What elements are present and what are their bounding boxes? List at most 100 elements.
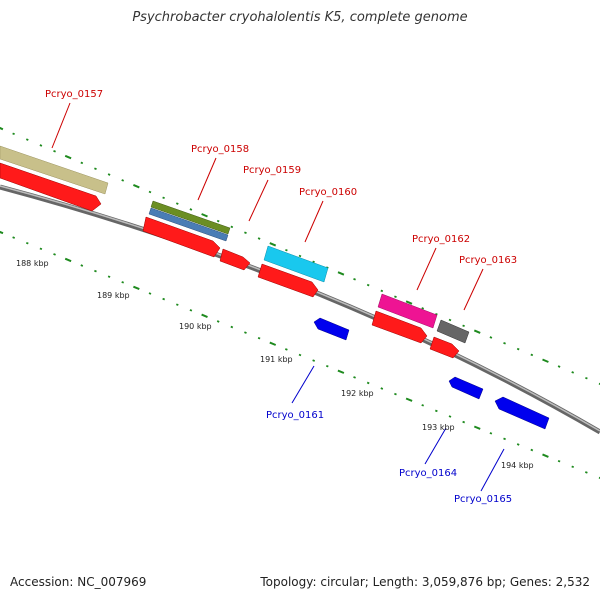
outer-major-tick <box>405 300 413 305</box>
gene-label-pcryo-0160[interactable]: Pcryo_0160 <box>299 187 357 198</box>
scale-label-191: 191 kbp <box>260 355 293 364</box>
gene-labels: Pcryo_0157 Pcryo_0158 Pcryo_0159 Pcryo_0… <box>45 89 517 505</box>
inner-minor-tick <box>353 376 356 379</box>
gene-arrow-pcryo-0164[interactable] <box>448 376 484 400</box>
outer-minor-tick <box>530 353 534 357</box>
inner-minor-tick <box>366 381 370 385</box>
feature-bar-cyan[interactable] <box>263 245 329 283</box>
inner-minor-tick <box>121 281 125 284</box>
inner-minor-tick <box>175 303 179 306</box>
map-title: Psychrobacter cryohalolentis K5, complet… <box>132 10 468 25</box>
inner-minor-tick <box>244 331 247 334</box>
inner-minor-tick <box>530 448 534 452</box>
outer-minor-tick <box>598 382 600 385</box>
inner-minor-tick <box>325 364 329 368</box>
inner-minor-tick <box>107 275 111 278</box>
inner-major-tick <box>201 313 208 319</box>
gene-arrow-pcryo-0161[interactable] <box>313 317 350 341</box>
inner-minor-tick <box>380 387 384 390</box>
genome-backbone-highlight <box>0 185 600 432</box>
gene-arrow-pcryo-0157[interactable] <box>0 162 102 212</box>
inner-major-tick <box>64 257 72 263</box>
outer-minor-tick <box>516 347 520 351</box>
leader-pcryo-0163 <box>463 268 484 311</box>
outer-minor-tick <box>94 167 97 171</box>
accession-text: Accession: NC_007969 <box>10 575 147 589</box>
outer-minor-tick <box>557 365 561 368</box>
outer-minor-tick <box>162 196 165 200</box>
gene-arrow-pcryo-0159[interactable] <box>219 248 251 271</box>
inner-minor-tick <box>257 336 261 340</box>
outer-minor-tick <box>571 371 575 374</box>
inner-tick-track <box>0 230 600 479</box>
leader-pcryo-0161 <box>291 365 315 404</box>
outer-minor-tick <box>462 324 465 328</box>
gene-arrow-pcryo-0158[interactable] <box>142 216 221 258</box>
gene-arrow-pcryo-0165[interactable] <box>494 396 550 430</box>
inner-minor-tick <box>25 241 29 245</box>
inner-minor-tick <box>312 359 316 362</box>
gene-label-pcryo-0161[interactable]: Pcryo_0161 <box>266 410 324 421</box>
outer-minor-tick <box>353 277 356 281</box>
leader-pcryo-0157 <box>51 102 71 149</box>
inner-major-tick <box>337 369 345 374</box>
outer-minor-tick <box>80 161 84 165</box>
inner-major-tick <box>542 453 549 458</box>
outer-minor-tick <box>216 219 220 223</box>
inner-major-tick <box>133 285 140 291</box>
feature-bar-grey[interactable] <box>436 319 470 344</box>
gene-label-pcryo-0157[interactable]: Pcryo_0157 <box>45 89 103 100</box>
gene-label-pcryo-0165[interactable]: Pcryo_0165 <box>454 494 512 505</box>
outer-minor-tick <box>189 208 193 211</box>
outer-major-tick <box>473 329 481 334</box>
feature-bar-magenta[interactable] <box>377 293 438 329</box>
inner-minor-tick <box>462 420 466 424</box>
feature-bar-tan[interactable] <box>0 145 109 195</box>
outer-minor-tick <box>148 190 152 194</box>
gene-label-pcryo-0159[interactable]: Pcryo_0159 <box>243 165 301 176</box>
inner-minor-tick <box>298 353 302 357</box>
outer-minor-tick <box>53 149 56 153</box>
outer-minor-tick <box>298 254 302 258</box>
outer-minor-tick <box>421 307 425 310</box>
gene-label-pcryo-0164[interactable]: Pcryo_0164 <box>399 468 457 479</box>
feature-track <box>0 145 550 430</box>
scale-label-194: 194 kbp <box>501 461 534 470</box>
gene-label-pcryo-0158[interactable]: Pcryo_0158 <box>191 144 249 155</box>
inner-minor-tick <box>94 269 97 273</box>
scale-label-189: 189 kbp <box>97 291 130 300</box>
inner-minor-tick <box>421 404 425 407</box>
inner-minor-tick <box>489 432 493 435</box>
outer-minor-tick <box>366 283 370 287</box>
outer-major-tick <box>269 242 277 247</box>
scale-labels: 188 kbp 189 kbp 190 kbp 191 kbp 192 kbp … <box>16 259 534 470</box>
outer-minor-tick <box>448 318 452 322</box>
outer-minor-tick <box>285 248 288 252</box>
scale-label-190: 190 kbp <box>179 322 212 331</box>
gene-label-pcryo-0162[interactable]: Pcryo_0162 <box>412 234 470 245</box>
outer-minor-tick <box>39 144 43 147</box>
outer-minor-tick <box>585 376 588 380</box>
inner-minor-tick <box>571 465 575 469</box>
inner-minor-tick <box>39 247 43 251</box>
outer-minor-tick <box>394 295 397 299</box>
outer-minor-tick <box>489 336 493 339</box>
label-leaders <box>51 102 505 492</box>
feature-bar-steelblue[interactable] <box>148 207 229 242</box>
inner-minor-tick <box>516 443 520 446</box>
leader-pcryo-0160 <box>304 200 324 243</box>
inner-minor-tick <box>53 253 56 256</box>
outer-major-tick <box>0 126 4 131</box>
outer-major-tick <box>201 213 208 218</box>
scale-label-192: 192 kbp <box>341 389 374 398</box>
outer-minor-tick <box>435 312 438 316</box>
inner-minor-tick <box>162 297 166 301</box>
gene-arrow-pcryo-0163[interactable] <box>429 336 460 359</box>
outer-major-tick <box>133 183 140 189</box>
gene-label-pcryo-0163[interactable]: Pcryo_0163 <box>459 255 517 266</box>
gene-arrow-pcryo-0162[interactable] <box>371 310 428 344</box>
leader-pcryo-0165 <box>480 448 505 492</box>
outer-minor-tick <box>175 202 179 205</box>
gene-arrow-pcryo-0160[interactable] <box>257 263 319 298</box>
feature-bar-olive[interactable] <box>150 200 231 235</box>
